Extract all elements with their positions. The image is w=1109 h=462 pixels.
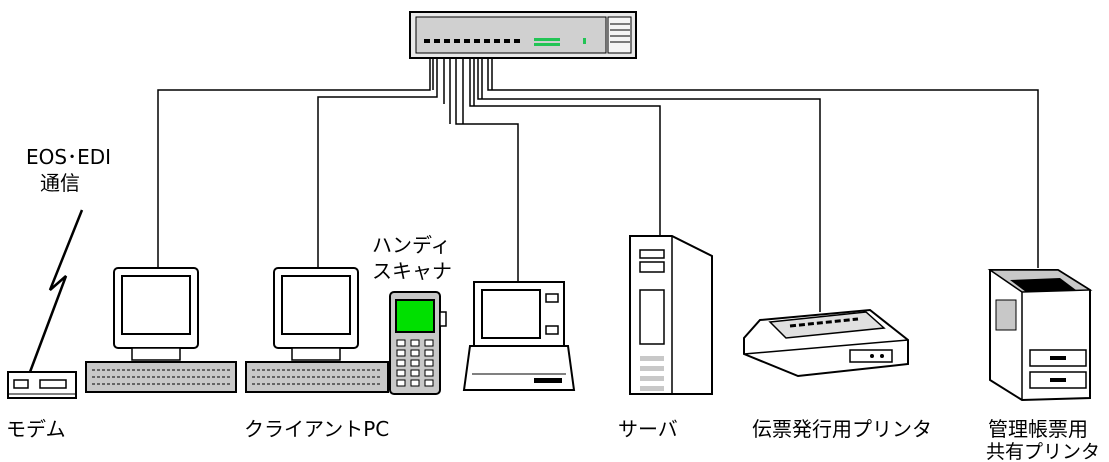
handy-scanner-label-line1: ハンディ — [372, 233, 451, 257]
lightning-bolt-icon — [28, 209, 84, 373]
client-pc-1 — [85, 267, 237, 393]
shared-printer-label-line1: 管理帳票用 — [988, 417, 1088, 441]
network-hub — [409, 11, 637, 59]
slip-printer-label: 伝票発行用プリンタ — [752, 417, 932, 441]
comm-label-line1: EOS･EDI — [26, 145, 111, 169]
client-pc-label: クライアントPC — [244, 417, 389, 441]
server-label: サーバ — [618, 417, 678, 441]
client-pc-2 — [245, 267, 389, 393]
shared-printer-device — [987, 269, 1093, 402]
slip-printer-device — [743, 308, 909, 378]
shared-printer-label-line2: 共有プリンタ — [986, 441, 1100, 462]
laptop-device — [462, 281, 576, 391]
handy-scanner-label-line2: スキャナ — [372, 259, 452, 283]
modem-label: モデム — [6, 417, 66, 441]
server-tower — [629, 235, 713, 395]
network-cables — [157, 58, 1039, 312]
hub-port-leds — [424, 39, 520, 43]
comm-label-line2: 通信 — [40, 171, 80, 195]
handy-scanner-device — [389, 291, 447, 395]
modem-device — [7, 371, 77, 399]
